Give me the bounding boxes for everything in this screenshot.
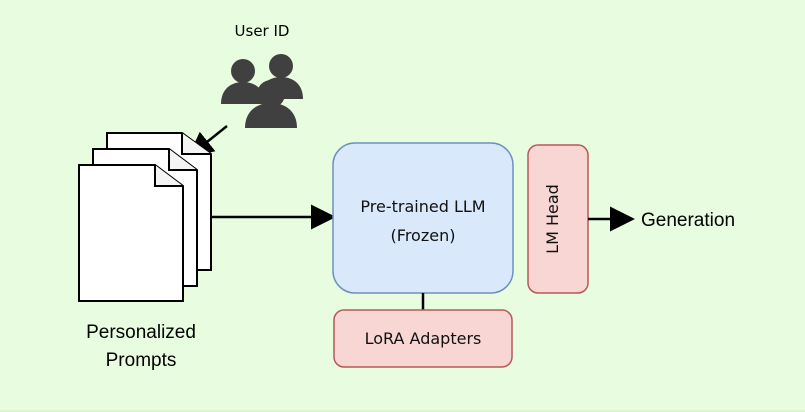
lora-adapters-box xyxy=(333,309,513,368)
generation-label: Generation xyxy=(641,210,735,231)
llm-label-line2: (Frozen) xyxy=(391,226,456,245)
user-id-label: User ID xyxy=(235,22,290,40)
lora-adapters-label: LoRA Adapters xyxy=(365,329,482,348)
personalized-prompts-label-line1: Personalized xyxy=(86,322,196,343)
document-front xyxy=(78,164,184,302)
document-stack-icon xyxy=(78,132,212,302)
personalized-prompts-label-line2: Prompts xyxy=(106,350,177,371)
llm-label-line1: Pre-trained LLM xyxy=(360,197,485,216)
llm-box xyxy=(332,142,514,294)
lm-head-label: LM Head xyxy=(543,184,562,254)
users-icon xyxy=(221,54,303,128)
